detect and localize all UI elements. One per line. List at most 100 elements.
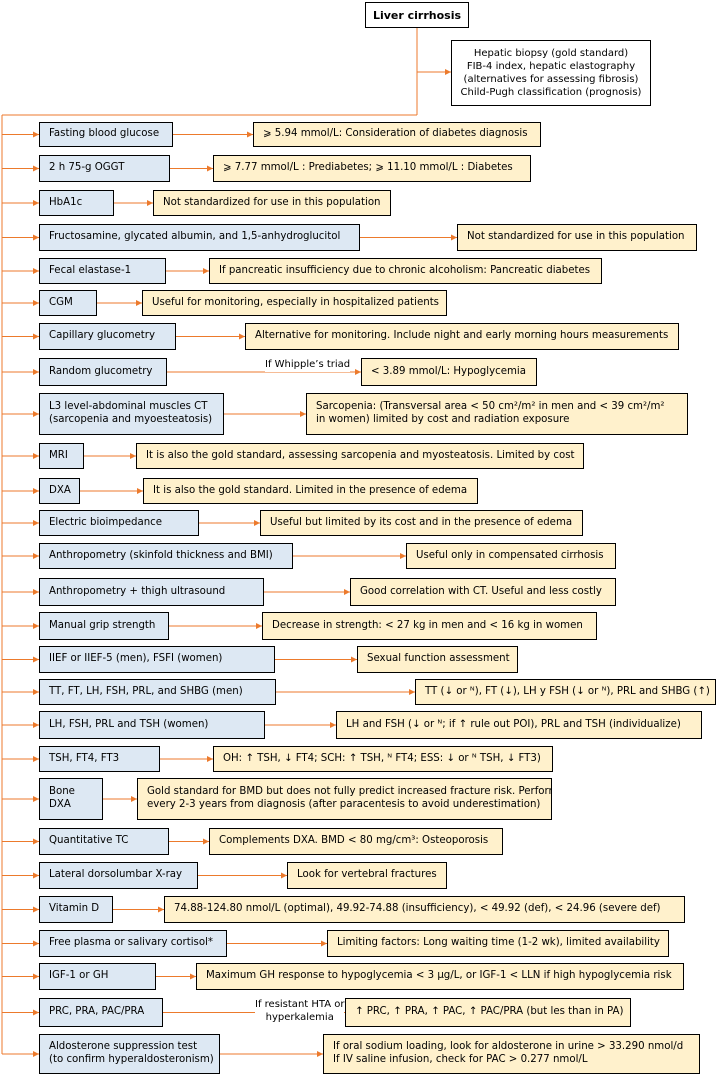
arrowhead bbox=[136, 300, 142, 306]
test-box-line: IGF-1 or GH bbox=[49, 970, 109, 982]
test-box-line: MRI bbox=[49, 449, 68, 461]
arrowhead bbox=[147, 200, 153, 206]
arrowhead bbox=[33, 553, 39, 559]
result-box: Useful only in compensated cirrhosis bbox=[406, 543, 616, 569]
arrowhead bbox=[130, 453, 136, 459]
result-box: TT (↓ or ᴺ), FT (↓), LH y FSH (↓ or ᴺ), … bbox=[415, 679, 716, 705]
result-box-line: Useful for monitoring, especially in hos… bbox=[152, 296, 439, 308]
result-box-line: Limiting factors: Long waiting time (1-2… bbox=[337, 937, 660, 949]
result-box: 74.88-124.80 nmol/L (optimal), 49.92-74.… bbox=[164, 896, 685, 923]
result-box-line: Sarcopenia: (Transversal area < 50 cm²/m… bbox=[316, 401, 665, 413]
arrowhead bbox=[33, 411, 39, 417]
test-box: IIEF or IIEF-5 (men), FSFI (women) bbox=[39, 646, 275, 673]
condition-label: If Whipple’s triad bbox=[265, 359, 351, 372]
test-box: Anthropometry (skinfold thickness and BM… bbox=[39, 543, 293, 569]
result-box-line: ⩾ 7.77 mmol/L : Prediabetes; ⩾ 11.10 mmo… bbox=[223, 162, 513, 174]
result-box-line: Complements DXA. BMD < 80 mg/cm³: Osteop… bbox=[219, 835, 489, 847]
condition-line: hyperkalemia bbox=[265, 1011, 334, 1023]
test-box: Manual grip strength bbox=[39, 612, 169, 640]
result-box: Useful for monitoring, especially in hos… bbox=[142, 290, 447, 316]
test-box-line: Fructosamine, glycated albumin, and 1,5-… bbox=[49, 231, 341, 243]
result-box-line: Gold standard for BMD but does not fully… bbox=[147, 786, 552, 798]
test-box: 2 h 75-g OGGT bbox=[39, 155, 170, 182]
test-box-line: Random glucometry bbox=[49, 365, 153, 377]
test-box-line: Fasting blood glucose bbox=[49, 128, 160, 140]
arrowhead bbox=[300, 411, 306, 417]
test-box-line: Quantitative TC bbox=[49, 835, 129, 847]
arrowhead bbox=[247, 131, 253, 138]
arrowhead bbox=[33, 1009, 39, 1016]
result-box-line: Not standardized for use in this populat… bbox=[163, 196, 381, 208]
test-box-line: (sarcopenia and myoesteatosis) bbox=[49, 414, 213, 425]
arrowhead bbox=[330, 722, 336, 728]
arrowhead bbox=[33, 623, 39, 629]
test-box: L3 level-abdominal muscles CT(sarcopenia… bbox=[39, 393, 224, 435]
result-box: Maximum GH response to hypoglycemia < 3 … bbox=[196, 963, 684, 990]
result-box-line: < 3.89 mmol/L: Hypoglycemia bbox=[371, 365, 526, 377]
test-box-line: Bone bbox=[49, 786, 75, 798]
result-box-line: OH: ↑ TSH, ↓ FT4; SCH: ↑ TSH, ᴺ FT4; ESS… bbox=[223, 752, 541, 764]
result-box: Good correlation with CT. Useful and les… bbox=[350, 578, 616, 606]
arrowhead bbox=[33, 234, 39, 241]
result-box: Sarcopenia: (Transversal area < 50 cm²/m… bbox=[306, 393, 688, 435]
arrowhead bbox=[33, 453, 39, 459]
test-box-line: LH, FSH, PRL and TSH (women) bbox=[49, 718, 209, 730]
arrowhead bbox=[33, 131, 39, 138]
arrowhead bbox=[137, 488, 143, 494]
result-box: ⩾ 7.77 mmol/L : Prediabetes; ⩾ 11.10 mmo… bbox=[213, 155, 531, 182]
test-box: Capillary glucometry bbox=[39, 323, 176, 350]
test-box: IGF-1 or GH bbox=[39, 963, 156, 990]
arrowhead bbox=[355, 369, 361, 375]
test-box-line: Capillary glucometry bbox=[49, 330, 156, 342]
test-box-line: TSH, FT4, FT3 bbox=[49, 752, 120, 764]
result-box-line: LH and FSH (↓ or ᴺ; if ↑ rule out POI), … bbox=[346, 718, 681, 730]
arrowhead bbox=[451, 234, 457, 241]
result-box-line: Useful only in compensated cirrhosis bbox=[416, 549, 604, 561]
arrowhead bbox=[33, 656, 39, 663]
test-box-line: Free plasma or salivary cortisol* bbox=[49, 937, 214, 949]
test-box: Free plasma or salivary cortisol* bbox=[39, 930, 227, 957]
arrowhead bbox=[351, 656, 357, 663]
arrowhead bbox=[131, 796, 137, 802]
arrowhead bbox=[317, 1051, 323, 1057]
test-box-line: Manual grip strength bbox=[49, 619, 156, 631]
result-box-line: 74.88-124.80 nmol/L (optimal), 49.92-74.… bbox=[174, 903, 661, 915]
arrowhead bbox=[33, 906, 39, 913]
result-box-line: TT (↓ or ᴺ), FT (↓), LH y FSH (↓ or ᴺ), … bbox=[425, 685, 710, 697]
info-line: Hepatic biopsy (gold standard) bbox=[473, 48, 629, 59]
arrowhead bbox=[203, 268, 209, 274]
result-box-line: every 2-3 years from diagnosis (after pa… bbox=[147, 799, 541, 810]
arrowhead bbox=[158, 906, 164, 913]
test-box: PRC, PRA, PAC/PRA bbox=[39, 998, 163, 1027]
test-box: DXA bbox=[39, 478, 80, 504]
result-box: Useful but limited by its cost and in th… bbox=[260, 510, 583, 536]
result-box: Sexual function assessment bbox=[357, 646, 518, 673]
arrowhead bbox=[409, 689, 415, 695]
result-box-line: in women) limited by cost and radiation … bbox=[316, 414, 570, 425]
test-box: MRI bbox=[39, 443, 84, 469]
test-box-line: HbA1c bbox=[49, 196, 83, 208]
result-box: Look for vertebral fractures bbox=[287, 862, 447, 889]
arrowhead bbox=[33, 200, 39, 206]
test-box-line: TT, FT, LH, FSH, PRL, and SHBG (men) bbox=[49, 685, 243, 697]
result-box: Gold standard for BMD but does not fully… bbox=[137, 778, 552, 820]
result-box: OH: ↑ TSH, ↓ FT4; SCH: ↑ TSH, ᴺ FT4; ESS… bbox=[213, 746, 553, 772]
result-box: It is also the gold standard. Limited in… bbox=[143, 478, 478, 504]
result-box-line: Look for vertebral fractures bbox=[297, 869, 437, 881]
arrowhead bbox=[254, 520, 260, 526]
test-box-line: 2 h 75-g OGGT bbox=[49, 162, 125, 174]
result-box-line: Useful but limited by its cost and in th… bbox=[270, 516, 573, 528]
arrowhead bbox=[207, 756, 213, 762]
test-box: LH, FSH, PRL and TSH (women) bbox=[39, 711, 265, 739]
arrowhead bbox=[33, 300, 39, 306]
test-box-line: IIEF or IIEF-5 (men), FSFI (women) bbox=[49, 653, 223, 665]
test-box: Electric bioimpedance bbox=[39, 510, 199, 536]
test-box: Aldosterone suppression test(to confirm … bbox=[39, 1034, 220, 1074]
arrowhead bbox=[400, 553, 406, 559]
test-box-line: Lateral dorsolumbar X-ray bbox=[49, 869, 183, 881]
result-box-line: ⩾ 5.94 mmol/L: Consideration of diabetes… bbox=[263, 128, 528, 140]
arrowhead bbox=[33, 1051, 39, 1057]
arrowhead bbox=[33, 333, 39, 340]
result-box: Alternative for monitoring. Include nigh… bbox=[245, 323, 679, 350]
arrowhead bbox=[33, 838, 39, 845]
